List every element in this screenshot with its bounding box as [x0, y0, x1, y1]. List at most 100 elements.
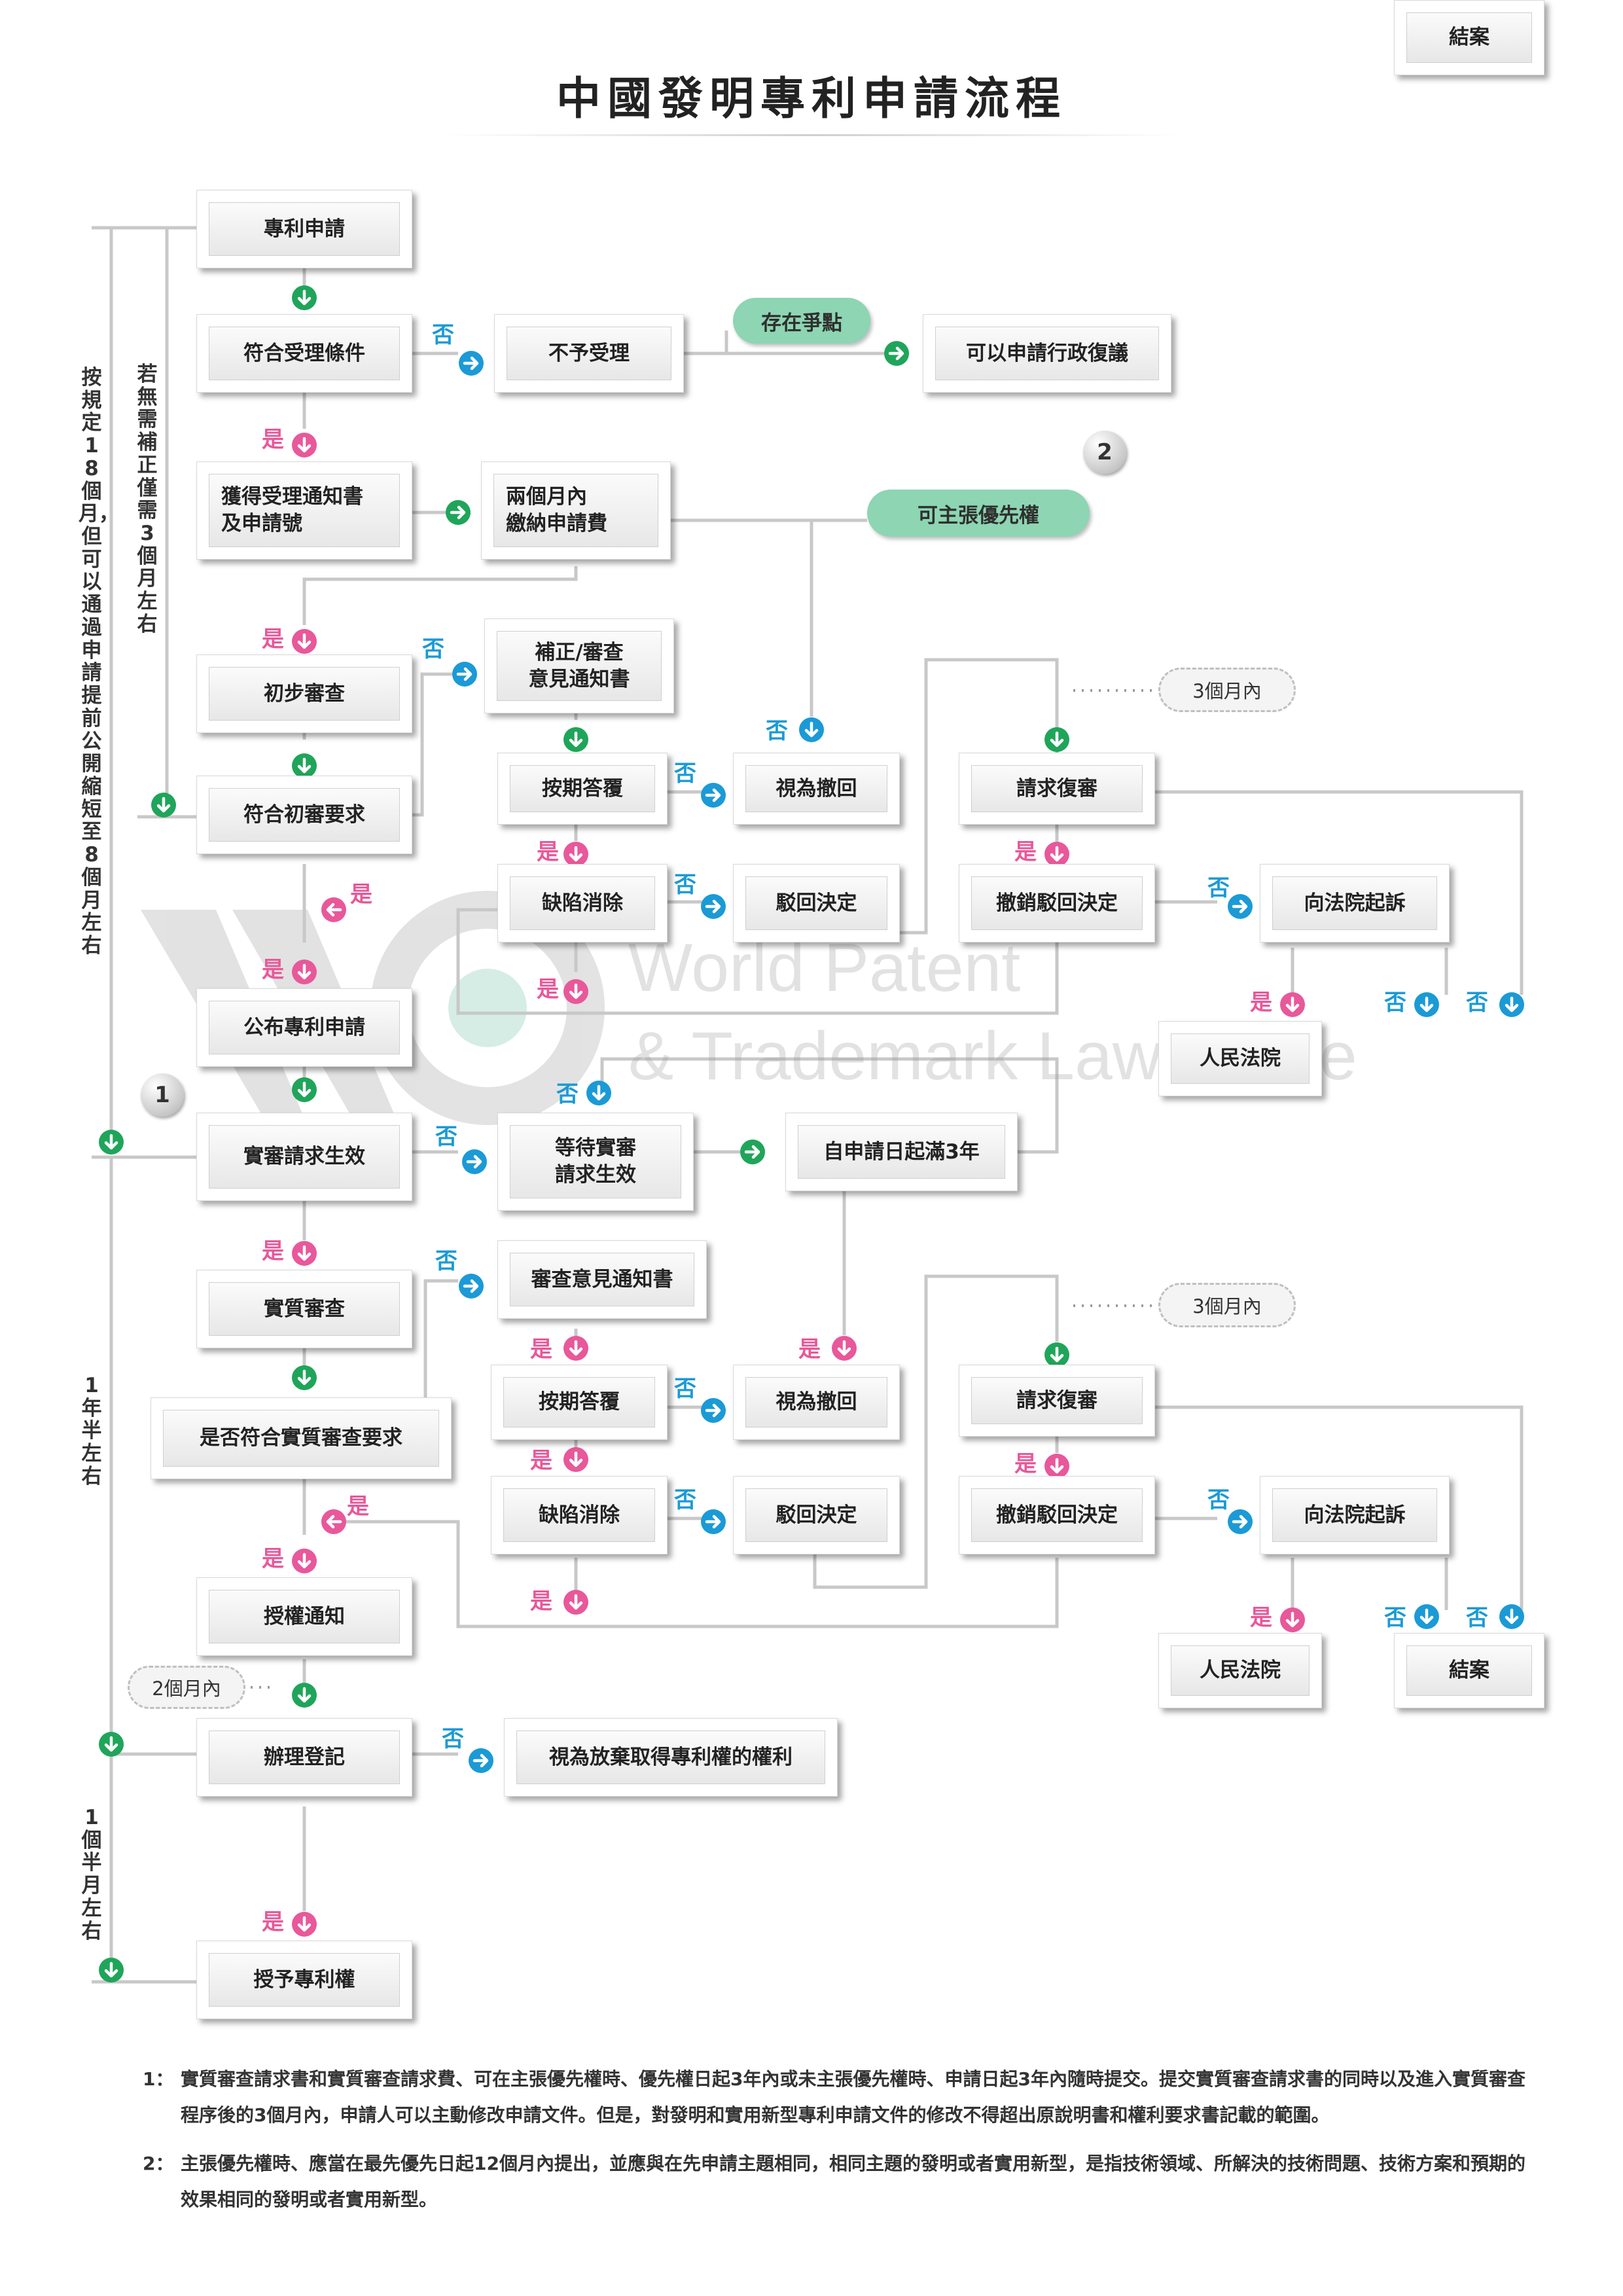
- node-acceptance-notice: 獲得受理通知書 及申請號: [196, 461, 412, 560]
- edge-label-yes: 是: [530, 1450, 552, 1472]
- node-preliminary-exam: 初步審查: [196, 655, 412, 733]
- green-arrow-icon: [740, 1139, 765, 1164]
- node-case-closed-1: 結案: [1394, 0, 1544, 75]
- green-arrow-icon: [292, 1365, 317, 1390]
- edge-label-yes: 是: [262, 1240, 284, 1263]
- edge-label-yes: 是: [537, 978, 559, 1001]
- node-meets-prelim: 符合初審要求: [196, 776, 412, 854]
- edge-label-no: 否: [1384, 1607, 1406, 1629]
- timeline-label-3-months: 若無需補正僅需3個月左右: [134, 363, 160, 636]
- pink-down-arrow-icon: [1280, 992, 1305, 1017]
- two-months-pill: 2個月內: [128, 1666, 245, 1709]
- pink-down-arrow-icon: [292, 1912, 317, 1937]
- green-arrow-icon: [292, 1683, 317, 1708]
- node-reply-on-time-2: 按期答覆: [491, 1365, 668, 1440]
- edge-label-yes: 是: [262, 628, 284, 651]
- edge-label-no: 否: [435, 1126, 457, 1148]
- blue-arrow-icon: [1499, 1604, 1524, 1629]
- three-months-pill-2: 3個月內: [1158, 1283, 1296, 1327]
- node-request-reexam-2: 請求復審: [959, 1365, 1155, 1437]
- node-deemed-withdrawn-2: 視為撤回: [733, 1365, 900, 1440]
- edge-label-no: 否: [766, 720, 788, 742]
- node-defect-removed-2: 缺陷消除: [491, 1476, 668, 1554]
- blue-arrow-icon: [701, 1509, 726, 1534]
- blue-arrow-icon: [1228, 1509, 1253, 1534]
- pink-down-arrow-icon: [321, 1509, 346, 1534]
- node-abandon-rights: 視為放棄取得專利權的權利: [504, 1718, 838, 1797]
- green-arrow-icon: [446, 500, 471, 525]
- timeline-label-1-5-months: 1個半月左右: [79, 1806, 105, 1943]
- node-deemed-withdrawn-1: 視為撤回: [733, 753, 900, 825]
- green-arrow-icon: [292, 1077, 317, 1102]
- node-defect-removed-1: 缺陷消除: [497, 864, 668, 942]
- blue-arrow-icon: [701, 894, 726, 919]
- edge-label-no: 否: [435, 1250, 457, 1272]
- node-case-closed-2: 結案: [1394, 1633, 1544, 1708]
- edge-label-yes: 是: [262, 1911, 284, 1933]
- blue-arrow-icon: [701, 1398, 726, 1423]
- footnote-1: 1： 實質審查請求書和實質審查請求費、可在主張優先權時、優先權日起3年內或未主張…: [143, 2062, 1530, 2133]
- edge-label-no: 否: [1207, 1489, 1230, 1511]
- edge-label-yes: 是: [798, 1338, 821, 1361]
- edge-label-no: 否: [432, 324, 454, 346]
- pink-down-arrow-icon: [292, 433, 317, 457]
- edge-label-yes: 是: [537, 841, 559, 863]
- blue-arrow-icon: [462, 1149, 487, 1174]
- pink-down-arrow-icon: [292, 1549, 317, 1573]
- green-arrow-icon: [1044, 727, 1069, 752]
- edge-label-no: 否: [442, 1728, 464, 1750]
- edge-label-yes: 是: [262, 1548, 284, 1570]
- node-patent-application: 專利申請: [196, 190, 412, 268]
- edge-label-yes: 是: [347, 1496, 369, 1518]
- blue-arrow-icon: [701, 783, 726, 808]
- footnote-2-number: 2：: [143, 2146, 173, 2182]
- edge-label-no: 否: [1466, 1607, 1488, 1629]
- node-grant-notice: 授權通知: [196, 1577, 412, 1656]
- node-accept-condition: 符合受理條件: [196, 314, 412, 393]
- green-arrow-icon: [1044, 1342, 1069, 1367]
- green-arrow-icon: [99, 1958, 124, 1982]
- pink-down-arrow-icon: [292, 960, 317, 984]
- node-not-accepted: 不予受理: [494, 314, 684, 393]
- footnote-1-text: 實質審查請求書和實質審查請求費、可在主張優先權時、優先權日起3年內或未主張優先權…: [181, 2068, 1525, 2126]
- green-arrow-icon: [99, 1732, 124, 1757]
- edge-label-no: 否: [1207, 877, 1230, 899]
- edge-label-no: 否: [674, 1489, 696, 1511]
- node-meets-substantive: 是否符合實質審查要求: [151, 1397, 452, 1479]
- blue-arrow-icon: [1414, 1604, 1439, 1629]
- node-rejection-1: 駁回決定: [733, 864, 900, 942]
- node-people-court-2: 人民法院: [1158, 1633, 1322, 1708]
- blue-arrow-icon: [1228, 894, 1253, 919]
- edge-label-yes: 是: [1250, 992, 1272, 1014]
- green-arrow-icon: [292, 753, 317, 778]
- node-sue-in-court-1: 向法院起訴: [1260, 864, 1450, 942]
- green-arrow-icon: [151, 793, 176, 817]
- node-reply-on-time-1: 按期答覆: [497, 753, 668, 825]
- edge-label-no: 否: [674, 874, 696, 896]
- node-request-reexam-1: 請求復審: [959, 753, 1155, 825]
- node-registration: 辦理登記: [196, 1718, 412, 1797]
- edge-label-yes: 是: [262, 959, 284, 981]
- timeline-label-18-months: 按規定18個月，但可以通過申請提前公開縮短至8個月左右: [79, 367, 105, 958]
- edge-label-no: 否: [1466, 992, 1488, 1014]
- node-people-court-1: 人民法院: [1158, 1021, 1322, 1096]
- edge-label-no: 否: [674, 762, 696, 785]
- three-months-pill-1: 3個月內: [1158, 668, 1296, 712]
- footnotes: 1： 實質審查請求書和實質審查請求費、可在主張優先權時、優先權日起3年內或未主張…: [143, 2062, 1530, 2231]
- edge-label-yes: 是: [530, 1590, 552, 1613]
- blue-arrow-icon: [459, 1274, 484, 1299]
- node-rejection-2: 駁回決定: [733, 1476, 900, 1554]
- pink-down-arrow-icon: [563, 842, 588, 867]
- edge-label-no: 否: [556, 1083, 579, 1105]
- node-application-fee: 兩個月內 繳納申請費: [481, 461, 671, 560]
- node-publication: 公布專利申請: [196, 988, 412, 1067]
- node-three-years: 自申請日起滿3年: [785, 1113, 1018, 1191]
- edge-label-no: 否: [1384, 992, 1406, 1014]
- footnote-badge-1: 1: [141, 1073, 184, 1117]
- edge-label-yes: 是: [530, 1338, 552, 1361]
- edge-label-yes: 是: [350, 884, 372, 906]
- pink-down-arrow-icon: [321, 897, 346, 922]
- blue-arrow-icon: [1499, 992, 1524, 1017]
- node-revoke-rejection-1: 撤銷駁回決定: [959, 864, 1155, 942]
- node-sue-in-court-2: 向法院起訴: [1260, 1476, 1450, 1554]
